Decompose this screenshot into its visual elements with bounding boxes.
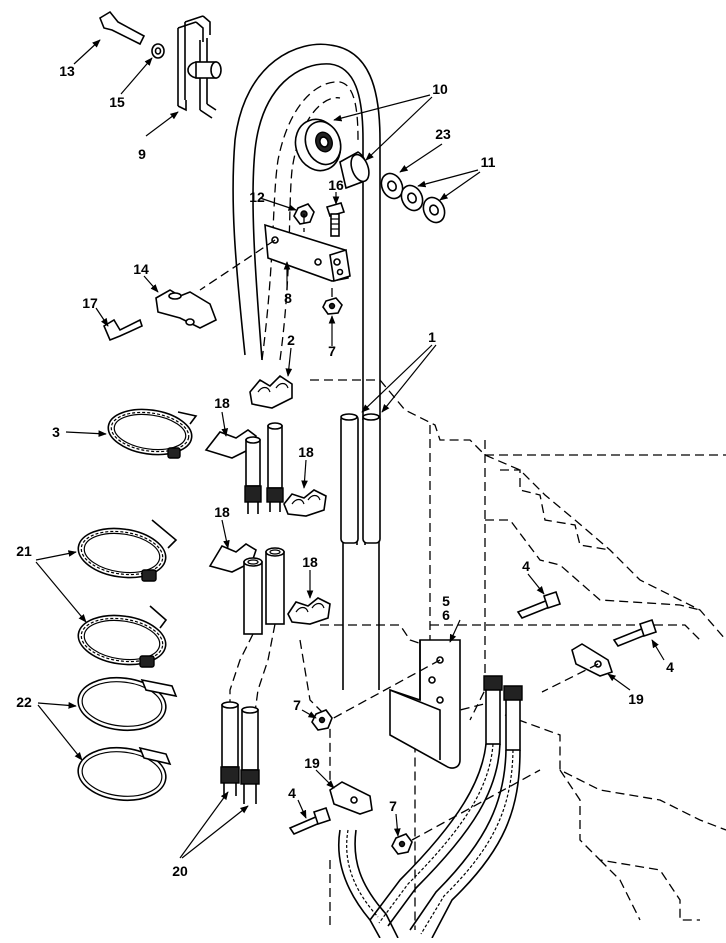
callout-8: 8 xyxy=(284,290,292,306)
clamp-half xyxy=(249,374,293,409)
mounting-plate xyxy=(199,214,351,291)
nut-upper xyxy=(322,288,343,315)
callout-4-right: 4 xyxy=(666,659,674,675)
callout-18-c: 18 xyxy=(214,504,230,520)
callout-5: 5 xyxy=(442,593,450,609)
nuts-lower xyxy=(311,709,541,855)
hose-clamps-large xyxy=(77,519,178,668)
callout-1: 1 xyxy=(428,329,436,345)
callout-21: 21 xyxy=(16,543,32,559)
bolts-4 xyxy=(288,590,658,835)
band-clamps xyxy=(77,676,178,802)
callout-3: 3 xyxy=(52,424,60,440)
hose-sleeves xyxy=(340,413,381,544)
nut-and-bolt xyxy=(293,202,346,237)
callout-10: 10 xyxy=(432,81,448,97)
hose-fittings-lower xyxy=(220,701,260,804)
callout-2: 2 xyxy=(287,332,295,348)
callout-labels: 1 2 3 4 4 4 5 6 7 7 7 8 9 10 11 12 13 14… xyxy=(16,63,674,879)
leader-lines xyxy=(35,39,665,859)
callout-18-b: 18 xyxy=(298,444,314,460)
small-bracket-right xyxy=(541,643,614,693)
callout-18-d: 18 xyxy=(302,554,318,570)
hose-fittings-middle xyxy=(229,547,285,713)
callout-16: 16 xyxy=(328,177,344,193)
hose-clamp xyxy=(107,408,198,459)
callout-17: 17 xyxy=(82,295,98,311)
callout-20: 20 xyxy=(172,863,188,879)
callout-23: 23 xyxy=(435,126,451,142)
hose-guide-bracket xyxy=(99,10,222,119)
callout-12: 12 xyxy=(249,189,265,205)
callout-7-left: 7 xyxy=(293,697,301,713)
block-clamp xyxy=(102,289,218,342)
callout-19-left: 19 xyxy=(304,755,320,771)
clamp-halves-upper xyxy=(204,429,327,517)
hose-fittings-upper xyxy=(244,422,284,514)
large-bracket xyxy=(329,639,461,769)
callout-7-upper: 7 xyxy=(328,343,336,359)
callout-13: 13 xyxy=(59,63,75,79)
callout-6: 6 xyxy=(442,607,450,623)
callout-18-a: 18 xyxy=(214,395,230,411)
callout-14: 14 xyxy=(133,261,149,277)
sheave xyxy=(294,118,370,190)
callout-4-bottom: 4 xyxy=(288,785,296,801)
callout-9: 9 xyxy=(138,146,146,162)
washers xyxy=(380,172,446,224)
callout-11: 11 xyxy=(481,154,496,170)
small-bracket-left xyxy=(329,781,373,815)
hoses-lower xyxy=(337,675,523,939)
callout-22: 22 xyxy=(16,694,32,710)
callout-15: 15 xyxy=(109,94,125,110)
callout-4-top: 4 xyxy=(522,558,530,574)
callout-19-right: 19 xyxy=(628,691,644,707)
callout-7-lower: 7 xyxy=(389,798,397,814)
